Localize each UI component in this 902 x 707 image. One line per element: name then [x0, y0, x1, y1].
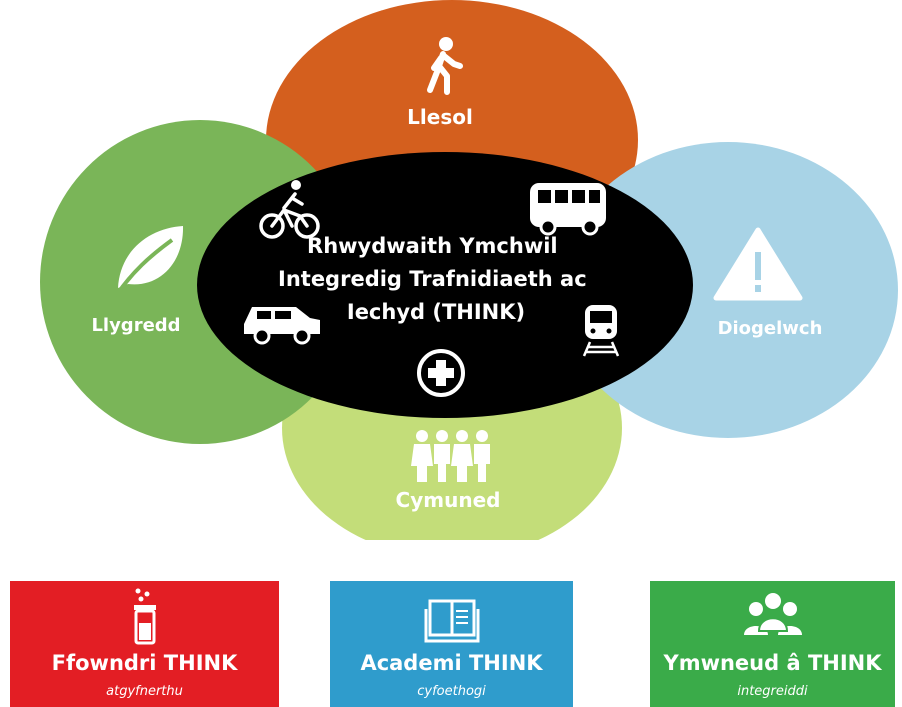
petal-label-llygredd: Llygredd	[91, 315, 180, 336]
card-subtitle: integreiddi	[737, 684, 808, 699]
center-title-line-3: Iechyd (THINK)	[347, 300, 525, 324]
center-title-line-1: Rhwydwaith Ymchwil	[307, 234, 558, 258]
people-icon	[743, 593, 802, 635]
card-title: Ffowndri THINK	[51, 651, 238, 675]
petal-label-diogelwch: Diogelwch	[718, 318, 823, 339]
card-subtitle: cyfoethogi	[417, 684, 486, 699]
card-academy[interactable]: Academi THINK cyfoethogi	[330, 581, 573, 707]
card-engage[interactable]: Ymwneud â THINK integreiddi	[650, 581, 895, 707]
bus-icon	[530, 183, 606, 236]
card-foundry[interactable]: Ffowndri THINK atgyfnerthu	[10, 581, 279, 707]
health-plus-icon	[417, 349, 465, 397]
car-icon	[244, 307, 320, 345]
think-venn-diagram: Llesol Llygredd Diogelwch Cymuned	[40, 0, 898, 540]
warning-icon	[713, 227, 803, 301]
people-group-icon	[411, 430, 490, 482]
center-title: Rhwydwaith Ymchwil Integredig Trafnidiae…	[278, 234, 594, 324]
card-title: Academi THINK	[360, 651, 543, 675]
card-subtitle: atgyfnerthu	[106, 684, 183, 699]
card-title: Ymwneud â THINK	[663, 651, 882, 675]
leaf-icon	[114, 226, 184, 298]
petal-label-llesol: Llesol	[407, 105, 473, 129]
bicycle-icon	[259, 180, 320, 239]
walking-person-icon	[427, 37, 463, 95]
center-title-line-2: Integredig Trafnidiaeth ac	[278, 267, 587, 291]
test-tube-icon	[133, 588, 156, 645]
petal-label-cymuned: Cymuned	[396, 488, 501, 512]
open-book-icon	[424, 599, 479, 643]
train-icon	[582, 305, 620, 357]
